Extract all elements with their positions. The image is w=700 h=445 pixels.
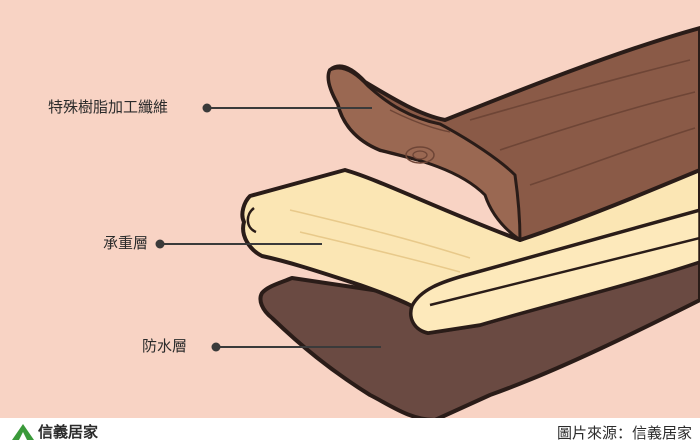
core-grain-1: [289, 209, 471, 259]
veneer-grain-4: [389, 109, 451, 133]
veneer-knot-inner: [412, 150, 428, 160]
leader-dot-middle: [155, 239, 165, 249]
veneer-front-face: [326, 66, 522, 242]
house-logo-icon: [12, 424, 34, 440]
core-grain-2: [299, 231, 461, 273]
veneer-grain-3: [529, 127, 696, 186]
core-board-groove-line: [429, 236, 700, 307]
image-source-credit: 圖片來源：信義居家: [556, 424, 692, 442]
leader-dot-bottom: [211, 342, 221, 352]
veneer-grain-2: [499, 91, 696, 151]
brand-name: 信義居家: [38, 423, 99, 441]
leader-dot-top: [202, 103, 212, 113]
label-bottom-layer: 防水層: [142, 337, 188, 355]
footer-bar: 信義居家 圖片來源：信義居家: [0, 418, 700, 445]
label-middle-layer: 承重層: [103, 234, 149, 252]
veneer-knot: [405, 146, 435, 164]
veneer-grain-1: [469, 59, 691, 121]
core-board-groove-line-2: [246, 207, 257, 234]
label-top-layer: 特殊樹脂加工纖維: [48, 98, 169, 116]
core-board-edge: [409, 208, 700, 335]
